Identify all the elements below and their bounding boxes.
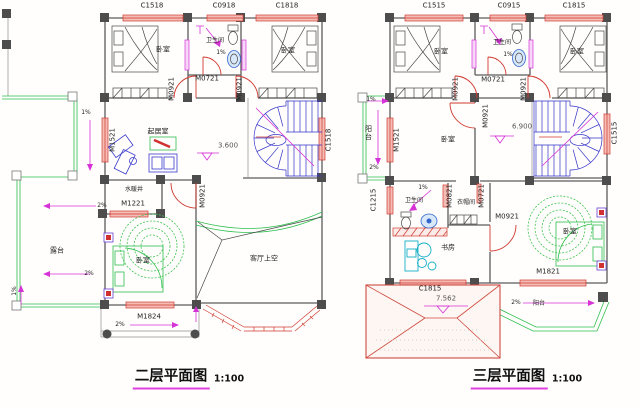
window-label-c0918-top: C0918 xyxy=(212,1,236,10)
floor2-terrace-lines xyxy=(2,95,323,308)
floor2-columns xyxy=(2,9,326,339)
window-label-c1518-top: C1518 xyxy=(140,1,164,10)
floor3-windows xyxy=(386,14,611,287)
slope-label-bay: 2% xyxy=(511,299,521,306)
room-label-bedroom-tl: 卧室 xyxy=(156,45,170,54)
floor3-title: 三层平面图 xyxy=(470,365,548,390)
room-label-utility: 水暖井 xyxy=(124,186,144,193)
room-label-bedroom-tr: 卧室 xyxy=(281,46,295,55)
slope-label-terrace-edge: 1% xyxy=(11,286,18,296)
window-label-m1821: M1821 xyxy=(536,267,560,276)
slope-label-bath-b: 1% xyxy=(418,184,428,191)
room-label-bathroom: 卫生间 xyxy=(205,37,225,44)
room-label-bedroom-br: 卧室 xyxy=(563,227,577,236)
window-label-m1521: M1521 xyxy=(108,128,117,152)
floor3-roof xyxy=(365,284,501,359)
room-label-bathroom-f3: 卫生间 xyxy=(492,39,512,46)
floor3-plan xyxy=(357,13,611,359)
slope-label-terrace-lower: 2% xyxy=(84,270,94,277)
floor2-doors xyxy=(170,56,259,209)
floor2-slope-arrows xyxy=(18,27,221,328)
floor2-plan xyxy=(2,9,326,339)
door-label-m0921-left-f3: M0921 xyxy=(451,77,460,101)
floor3-lower-bath xyxy=(400,211,478,230)
door-label-m0721-b: M0721 xyxy=(477,184,486,208)
floor2-bed-left xyxy=(111,25,159,73)
slope-label-porch: 2% xyxy=(115,321,125,328)
floor3-level-marks xyxy=(424,135,514,314)
floor2-bath-fixtures xyxy=(196,24,241,68)
slope-label-balcony: 2% xyxy=(369,164,379,171)
slope-label-corridor: 1% xyxy=(81,109,91,116)
door-label-m0921-left: M0921 xyxy=(167,77,176,101)
door-label-m0921-study: M0921 xyxy=(495,212,519,221)
floor2-title: 二层平面图 xyxy=(132,365,210,390)
room-label-bedroom-b: 卧室 xyxy=(136,256,150,265)
room-label-bay-balcony: 阳台 xyxy=(532,300,546,307)
slope-label-balcony-top: 1% xyxy=(366,96,376,103)
floor3-slope-arrows xyxy=(368,26,595,306)
floor3-study-furniture xyxy=(404,240,437,272)
room-label-bedroom-mid: 卧室 xyxy=(441,135,455,144)
window-label-m1221: M1221 xyxy=(121,199,145,208)
window-label-c0915-top: C0915 xyxy=(497,1,521,10)
slope-label-bath: 1% xyxy=(216,49,226,56)
door-label-m0721-f3: M0721 xyxy=(481,75,505,84)
door-label-m0821: M0821 xyxy=(445,184,454,208)
window-label-m1521-f3: M1521 xyxy=(392,128,401,152)
window-label-c1815-top: C1815 xyxy=(562,1,586,10)
floor2-stairs xyxy=(253,100,322,177)
window-label-c1515-top: C1515 xyxy=(422,1,446,10)
floor2-level-mark xyxy=(197,152,219,161)
room-label-void: 客厅上空 xyxy=(250,254,278,263)
floor3-doors xyxy=(449,56,551,252)
floor3-bedroom-garden xyxy=(527,195,607,271)
room-label-bedroom-tr-f3: 卧室 xyxy=(570,47,584,56)
floor2-small-columns xyxy=(11,91,78,311)
room-label-study: 书房 xyxy=(441,243,455,252)
floor3-wardrobes xyxy=(395,87,605,99)
floor3-balcony-lines xyxy=(357,92,610,332)
floor2-bed-right xyxy=(271,25,319,73)
floor2-wardrobes xyxy=(112,87,318,99)
room-label-bedroom-tl-f3: 卧室 xyxy=(434,47,448,56)
door-label-m0721: M0721 xyxy=(195,74,219,83)
window-label-c1215: C1215 xyxy=(369,188,378,212)
window-label-m1824: M1824 xyxy=(137,312,161,321)
window-label-c1815-b: C1815 xyxy=(418,284,442,293)
door-label-m0921-hall: M0921 xyxy=(198,184,207,208)
floor2-living-furniture xyxy=(107,134,178,175)
room-label-bathroom-b: 卫生间 xyxy=(404,197,424,204)
floor2-windows xyxy=(101,14,326,309)
floor3-scale: 1:100 xyxy=(551,373,583,385)
room-label-balcony: 阳台 xyxy=(364,125,373,141)
slope-label-bath-f3: 1% xyxy=(503,51,513,58)
door-label-m0921-right-f3: M0921 xyxy=(519,77,528,101)
room-label-terrace: 露台 xyxy=(50,246,64,255)
window-label-c1818-top: C1818 xyxy=(275,1,299,10)
room-label-living: 起居室 xyxy=(147,127,169,136)
level-label-6900: 6.900 xyxy=(511,122,533,131)
room-label-closet: 衣帽间 xyxy=(456,199,476,206)
level-label-7562: 7.562 xyxy=(435,294,457,303)
floor2-scale: 1:100 xyxy=(213,373,245,385)
window-label-c1515-side: C1515 xyxy=(610,121,619,145)
floor2-bedroom-garden xyxy=(103,213,185,299)
floor2-void-boundary xyxy=(196,216,323,299)
level-label-3600: 3.600 xyxy=(217,141,239,150)
floor2-bay-window xyxy=(202,304,321,332)
floor3-bath-fixtures xyxy=(480,23,526,67)
window-label-c1518-side: C1518 xyxy=(324,128,333,152)
door-label-m0921-right: M0921 xyxy=(235,77,244,101)
door-label-m0921-bedroom: M0921 xyxy=(481,104,490,128)
floor3-stairs xyxy=(533,100,603,177)
slope-label-terrace-upper: 2% xyxy=(97,202,107,209)
